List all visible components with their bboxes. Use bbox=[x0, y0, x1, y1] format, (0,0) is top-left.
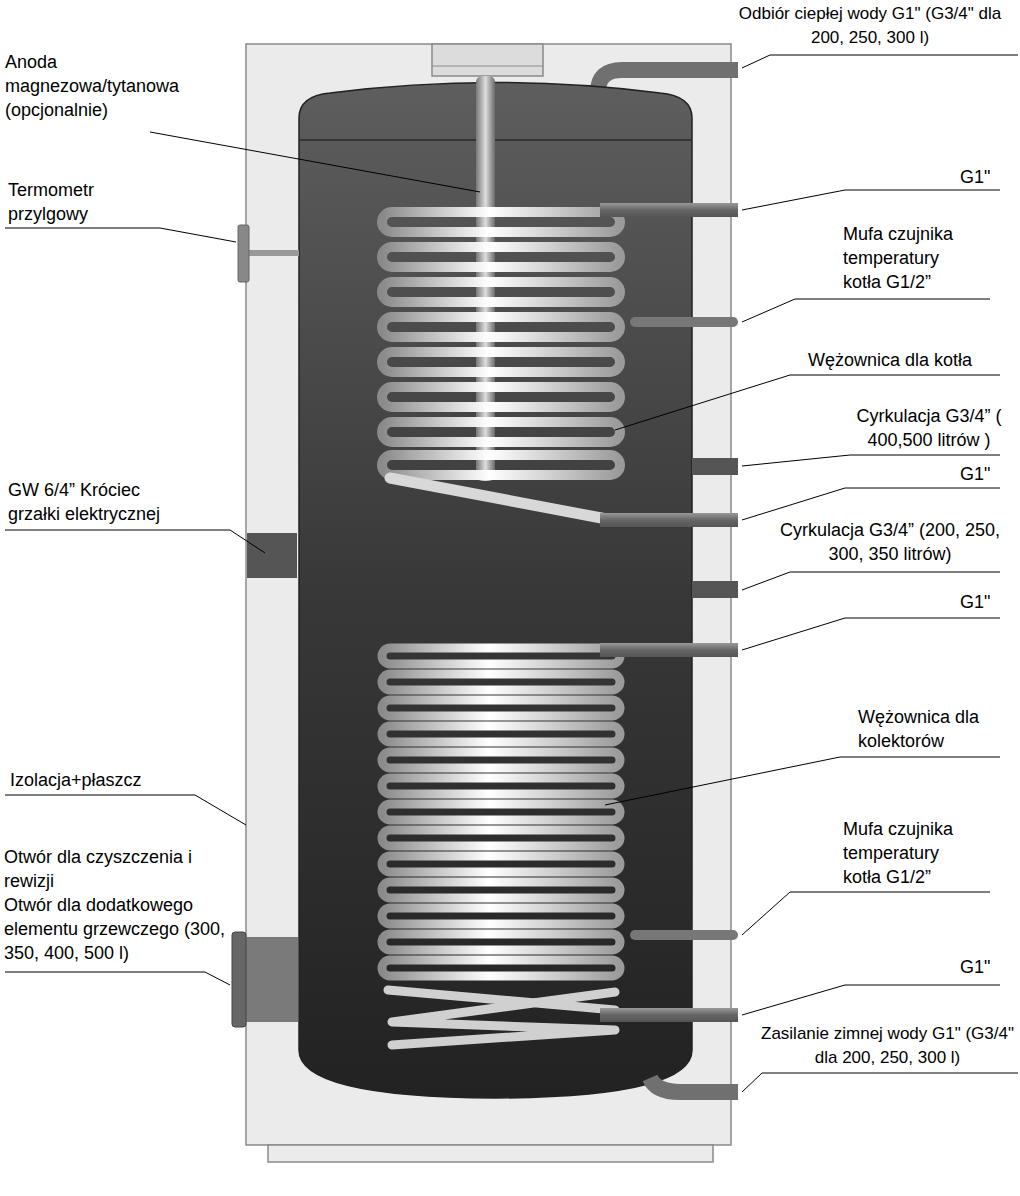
callout-label: Wężownica dla kotła bbox=[808, 348, 1016, 372]
callout-label: Otwór dla dodatkowego elementu grzewczeg… bbox=[4, 893, 229, 965]
cleaning-opening bbox=[246, 937, 298, 1022]
solar-coil bbox=[382, 648, 620, 976]
cold-inlet bbox=[650, 1078, 738, 1092]
callout-label: G1" bbox=[960, 590, 1015, 614]
thermometer-stem bbox=[248, 250, 299, 256]
callout-label: Zasilanie zimnej wody G1" (G3/4" dla 200… bbox=[760, 1022, 1015, 1070]
callout-label: Anoda magnezowa/tytanowa (opcjonalnie) bbox=[5, 50, 220, 122]
callout-label: Otwór dla czyszczenia i rewizji bbox=[4, 845, 219, 893]
top-cap bbox=[432, 44, 543, 76]
callout-label: Mufa czujnika temperatury kotła G1/2” bbox=[843, 817, 973, 889]
tank bbox=[299, 83, 692, 1099]
sensor-socket bbox=[630, 317, 738, 327]
cleaning-flange bbox=[232, 932, 246, 1027]
circulation-port bbox=[692, 581, 738, 598]
foot bbox=[268, 1145, 713, 1162]
callout-label: Mufa czujnika temperatury kotła G1/2” bbox=[843, 222, 973, 294]
callout-label: Cyrkulacja G3/4” (200, 250, 300, 350 lit… bbox=[765, 518, 1015, 566]
heater-socket bbox=[247, 533, 297, 578]
callout-label: GW 6/4” Króciec grzałki elektrycznej bbox=[8, 478, 188, 526]
callout-label: Cyrkulacja G3/4” ( 400,500 litrów ) bbox=[848, 404, 1010, 452]
callout-label: Wężownica dla kolektorów bbox=[858, 705, 988, 753]
leader-lines bbox=[5, 55, 1018, 1092]
circulation-port bbox=[692, 458, 738, 475]
callout-label: Termometr przylgowy bbox=[8, 178, 118, 226]
callout-label: G1" bbox=[960, 955, 1015, 979]
thermometer bbox=[238, 225, 249, 282]
callout-label: Izolacja+płaszcz bbox=[10, 768, 190, 792]
callout-label: Odbiór ciepłej wody G1" (G3/4" dla 200, … bbox=[725, 2, 1015, 50]
boiler-coil bbox=[382, 212, 620, 475]
sensor-socket bbox=[630, 930, 738, 940]
callout-label: G1" bbox=[960, 165, 1015, 189]
callout-label: G1" bbox=[960, 462, 1015, 486]
